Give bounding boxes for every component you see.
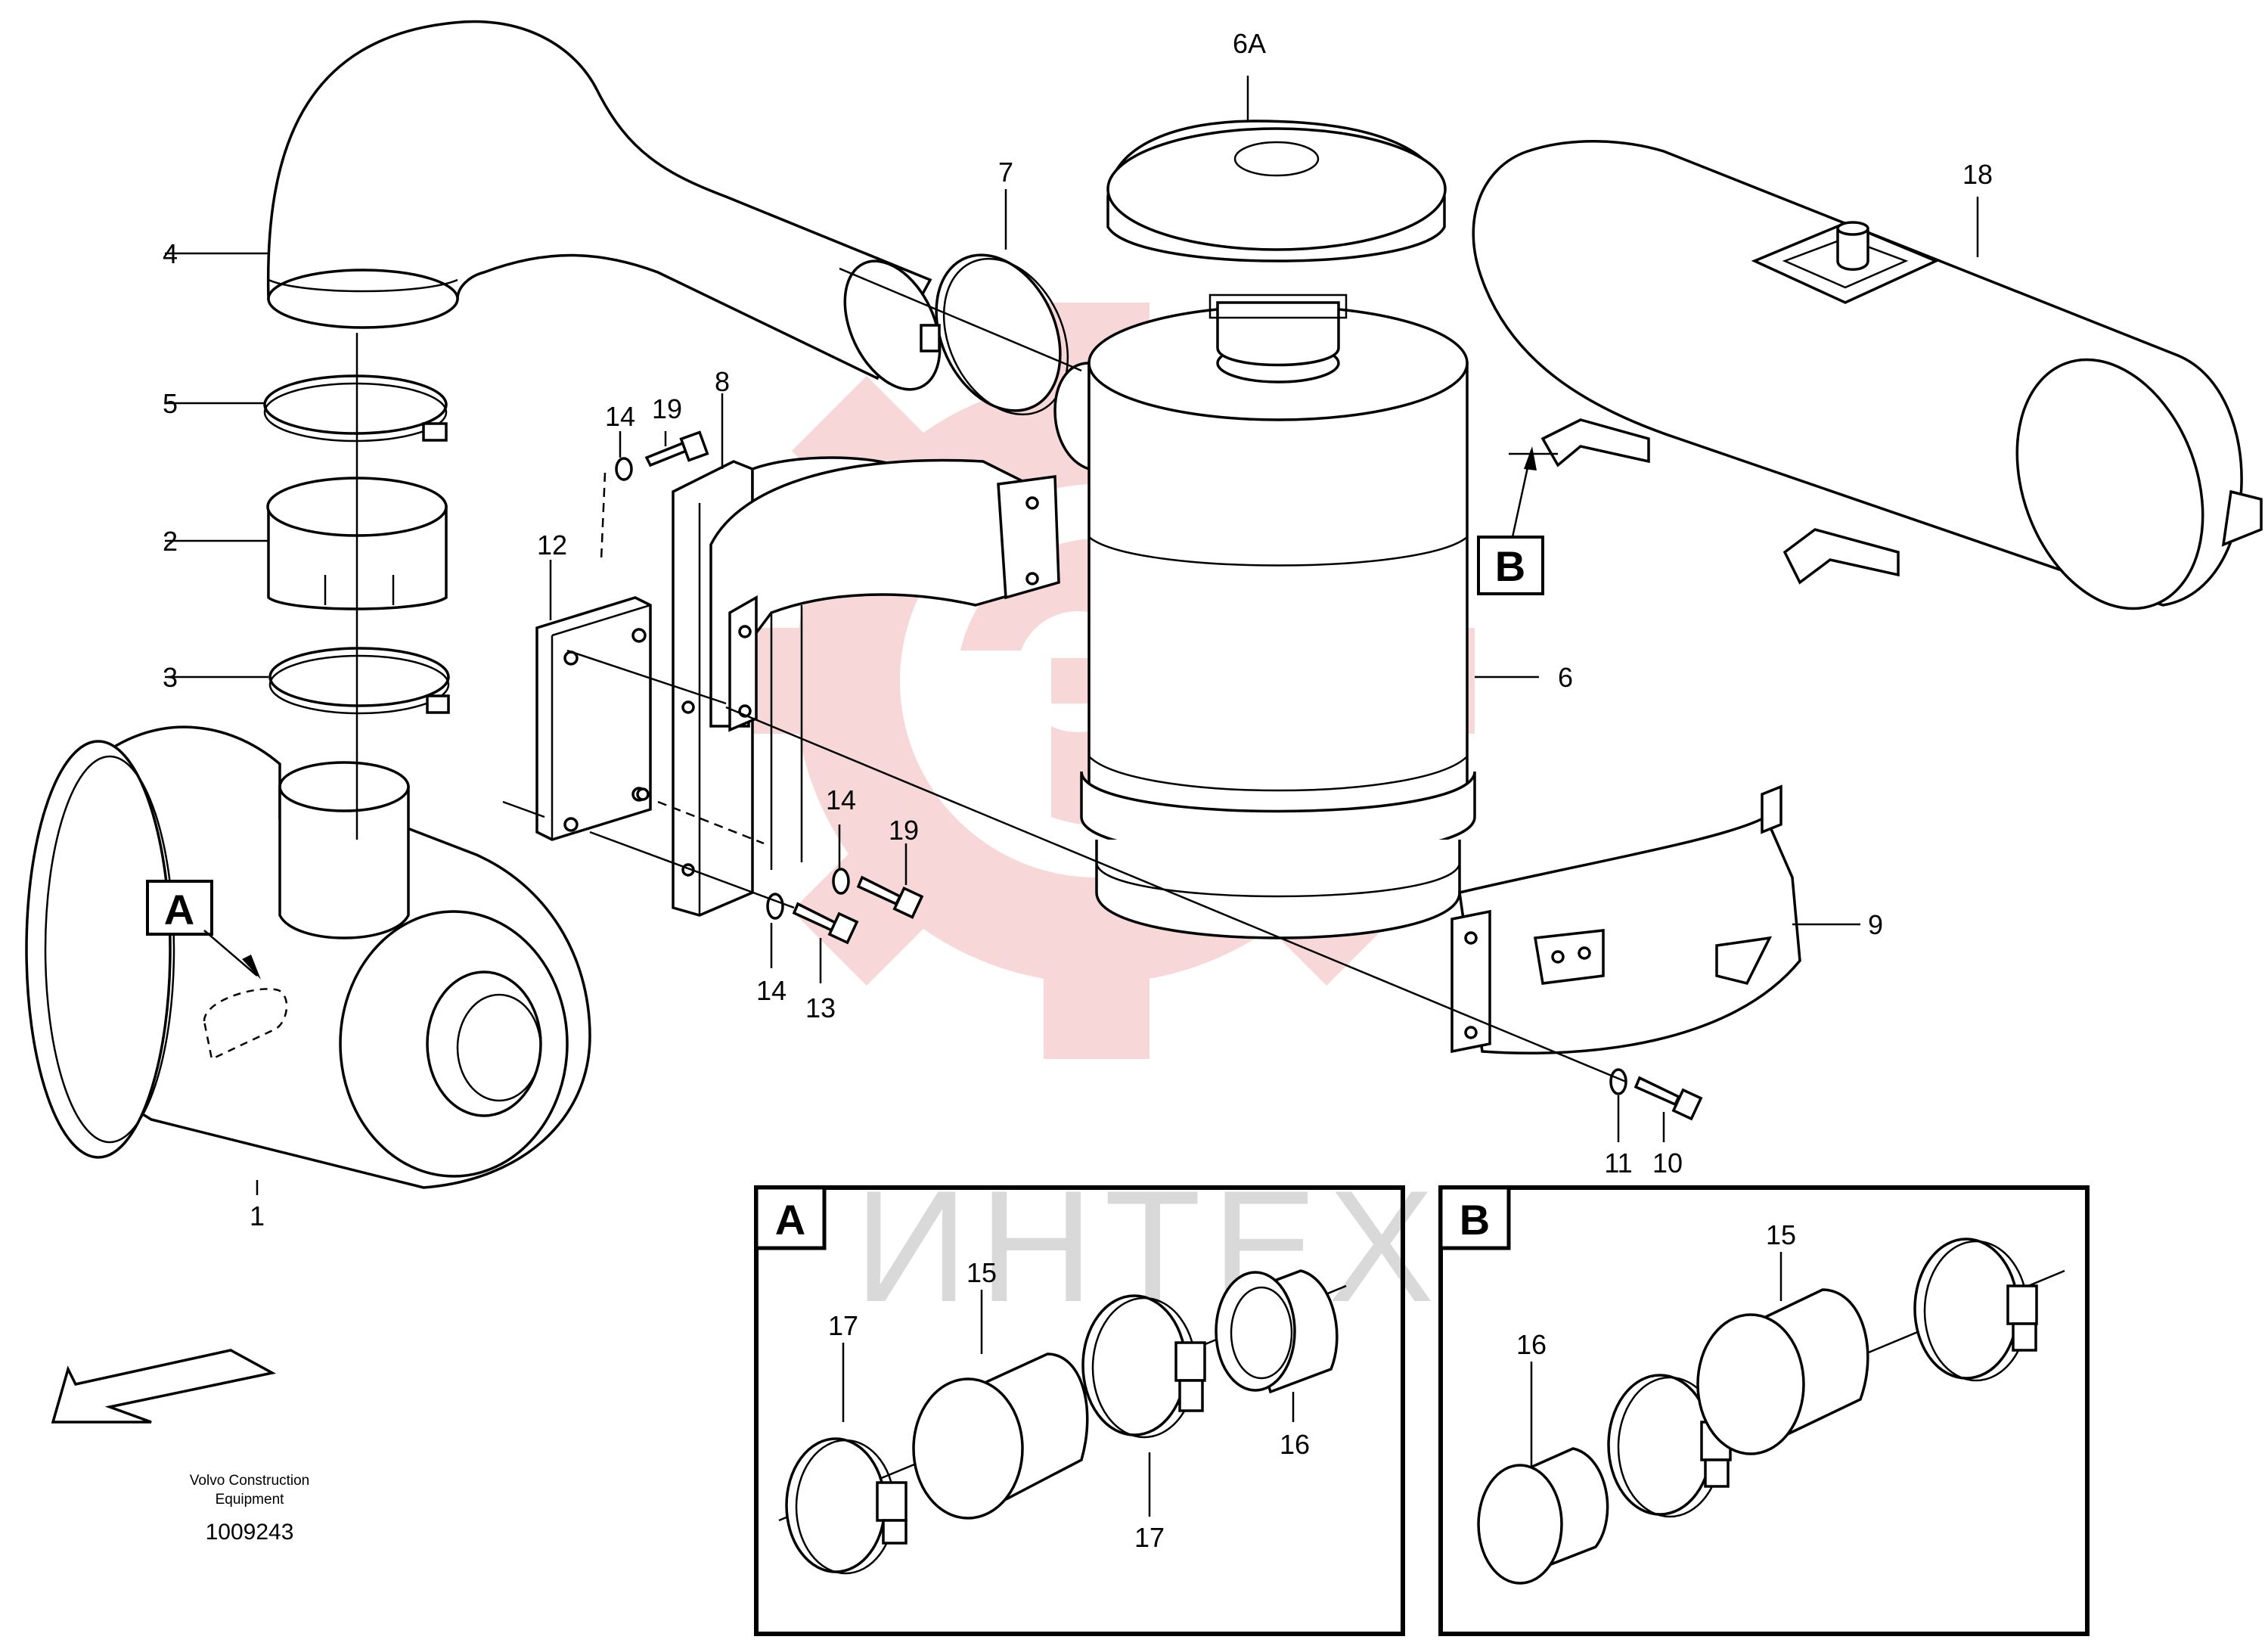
bolt-19-upper: [615, 430, 709, 481]
direction-arrow-icon: [51, 1349, 277, 1424]
part-18-muffler: [1472, 140, 2263, 610]
part-3-hose-clamp: [268, 647, 450, 715]
part-9-lower-band: [1450, 784, 1801, 1055]
label-part-4: 4: [163, 238, 178, 269]
detail-a-sleeve-16: [1215, 1269, 1339, 1394]
label-part-13: 13: [805, 992, 836, 1023]
label-part-6: 6: [1558, 662, 1573, 693]
footer-block: Volvo Construction Equipment 1009243: [190, 1473, 309, 1545]
part-6-air-cleaner-body: [1053, 305, 1476, 939]
label-part-6a: 6A: [1233, 28, 1266, 59]
label-part-14-lower: 14: [756, 975, 787, 1006]
leader-lines: [165, 76, 1979, 1195]
part-number-labels: 4 5 2 3 1 6A 7 18 8 14 19 12 6 14 19 9 1…: [163, 28, 1993, 1553]
label-part-7: 7: [998, 157, 1013, 188]
part-5-hose-clamp: [263, 374, 448, 443]
part-4-elbow-pipe: [266, 20, 942, 391]
label-detail-a-17-left: 17: [828, 1310, 858, 1341]
label-part-19-lower: 19: [889, 815, 919, 846]
label-part-19-upper: 19: [652, 393, 682, 424]
label-part-18: 18: [1962, 159, 1993, 190]
svg-text:A: A: [164, 886, 194, 933]
label-part-8: 8: [715, 366, 730, 397]
detail-a-clamp-17-right: [1081, 1294, 1206, 1439]
detail-a-clamp-17-left: [785, 1437, 908, 1575]
label-part-5: 5: [163, 388, 178, 419]
label-part-11: 11: [1604, 1147, 1632, 1179]
bolt-19-lower: [832, 868, 924, 919]
svg-text:B: B: [1495, 542, 1525, 590]
label-detail-b-15: 15: [1766, 1219, 1796, 1250]
label-part-12: 12: [537, 529, 567, 561]
part-6a-precleaner-cap: [1106, 120, 1447, 367]
bolt-13: [766, 893, 859, 945]
label-detail-a-15: 15: [966, 1257, 997, 1288]
label-part-1: 1: [250, 1200, 265, 1231]
detail-b-clamp-right: [1913, 1238, 2038, 1382]
label-part-3: 3: [163, 662, 178, 693]
label-detail-a-16: 16: [1280, 1429, 1310, 1460]
label-detail-a-17-right: 17: [1134, 1522, 1165, 1553]
label-part-10: 10: [1652, 1147, 1683, 1179]
footer-company-line2: Equipment: [216, 1492, 285, 1508]
part-12-mounting-plate: [535, 596, 652, 841]
part-8-bracket: [636, 456, 1060, 917]
label-part-14-upper: 14: [605, 401, 635, 432]
label-part-9: 9: [1868, 909, 1883, 940]
detail-b-title: B: [1460, 1196, 1490, 1244]
footer-company-line1: Volvo Construction: [190, 1473, 309, 1489]
label-detail-b-16: 16: [1516, 1329, 1547, 1360]
part-7-hose-clamp: [920, 253, 1069, 416]
detail-b-hose-15: [1696, 1288, 1869, 1455]
part-1-prefilter-housing: [25, 725, 591, 1189]
detail-a-hose-15: [912, 1352, 1089, 1520]
detail-a-panel: A: [754, 1185, 1405, 1636]
callout-a: A: [146, 880, 261, 980]
label-part-14-middle: 14: [826, 784, 856, 815]
detail-a-title: A: [775, 1196, 805, 1244]
callout-b: B: [1477, 446, 1544, 595]
detail-b-sleeve-16: [1477, 1447, 1609, 1585]
drawing-number: 1009243: [206, 1520, 294, 1545]
label-part-2: 2: [163, 526, 178, 557]
bolt-10: [1609, 1068, 1703, 1121]
detail-b-panel: B: [1438, 1185, 2090, 1636]
